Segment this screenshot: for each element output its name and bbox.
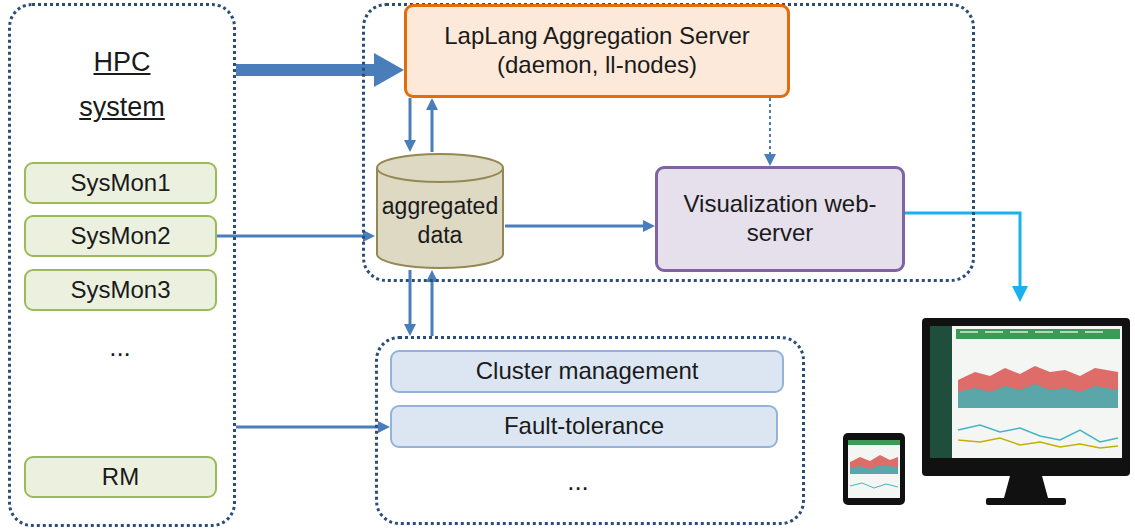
dotted-arrow bbox=[764, 98, 776, 166]
box-label: Cluster management bbox=[476, 357, 699, 386]
server-group: LapLang Aggregation Server (daemon, ll-n… bbox=[362, 3, 975, 282]
system-group: HPC systemSysMon1SysMon2SysMon3RM bbox=[8, 3, 236, 527]
box-label: SysMon3 bbox=[70, 276, 170, 305]
tablet-icon bbox=[843, 433, 905, 505]
server-box: LapLang Aggregation Server (daemon, ll-n… bbox=[404, 4, 790, 98]
output-arrowhead bbox=[1012, 286, 1028, 302]
flow-arrow bbox=[426, 98, 438, 152]
flow-arrow bbox=[404, 98, 416, 152]
group-heading: HPC system bbox=[11, 40, 233, 130]
box-label: aggregated data bbox=[379, 192, 501, 250]
manager-box: RM bbox=[24, 456, 217, 498]
box-label: LapLang Aggregation Server (daemon, ll-n… bbox=[421, 22, 773, 80]
service-box: Cluster management bbox=[390, 350, 784, 393]
database-cylinder: aggregated data bbox=[375, 152, 505, 270]
monitor-box: SysMon3 bbox=[24, 269, 217, 311]
flow-arrow bbox=[217, 230, 375, 242]
flow-arrow bbox=[236, 53, 404, 87]
box-label: Fault-tolerance bbox=[504, 412, 664, 441]
flow-arrow bbox=[236, 421, 390, 433]
ellipsis-label: ... bbox=[109, 332, 131, 363]
flow-arrow bbox=[505, 220, 655, 232]
box-label: SysMon2 bbox=[70, 222, 170, 251]
service-box: Fault-tolerance bbox=[390, 405, 778, 448]
output-line bbox=[905, 213, 1020, 288]
monitor-box: SysMon1 bbox=[24, 162, 217, 204]
monitor-icon bbox=[922, 318, 1130, 505]
box-label: SysMon1 bbox=[70, 169, 170, 198]
box-label: Visualization web-server bbox=[672, 190, 888, 248]
services-group: Cluster managementFault-tolerance bbox=[375, 336, 805, 525]
box-label: RM bbox=[102, 463, 139, 492]
webserver-box: Visualization web-server bbox=[655, 166, 905, 272]
ellipsis-label: ... bbox=[567, 466, 589, 497]
monitor-box: SysMon2 bbox=[24, 215, 217, 257]
